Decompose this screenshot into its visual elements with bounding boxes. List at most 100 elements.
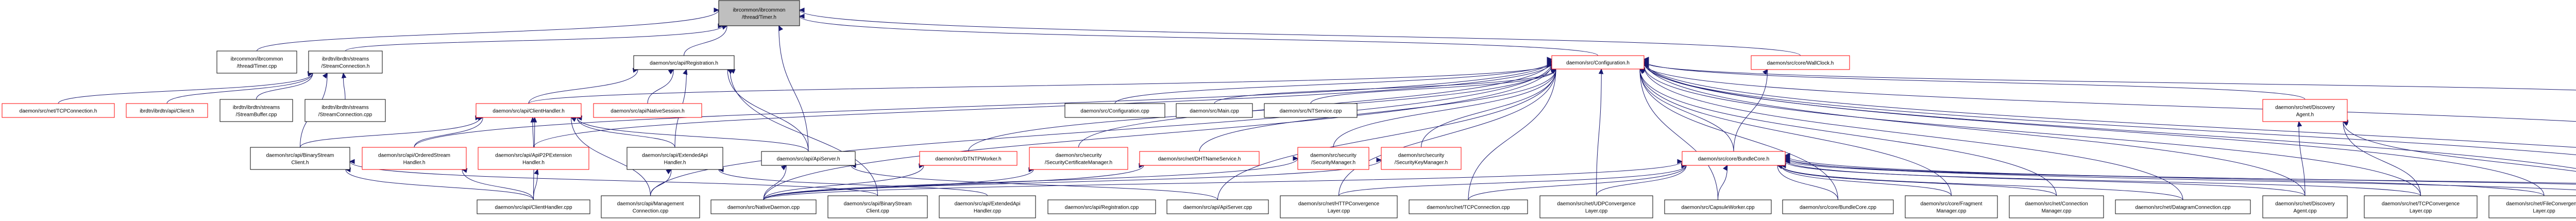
arrowhead-icon [1293, 156, 1299, 161]
node-nativedaemon-cpp[interactable]: daemon/src/NativeDaemon.cpp [710, 199, 817, 214]
edge-clienthandler_cpp-to-binarystreamclient_h [345, 167, 534, 200]
node-label: daemon/src/api/NativeSession.h [611, 109, 684, 114]
node-label: daemon/src/net/DatagramConnection.cpp [2135, 205, 2231, 211]
node-label: daemon/src/api/Management [617, 201, 684, 207]
node-label: daemon/src/security [1310, 153, 1356, 159]
edge-wallclock_h-to-timer_h [799, 7, 1801, 56]
edge-connmgr_cpp-to-bundlecore_h [1780, 163, 2057, 196]
arrowhead-icon [778, 25, 784, 31]
edge-clienthandler_cpp-to-orderedstream_h [461, 168, 534, 200]
node-datagramconnection-cpp[interactable]: daemon/src/net/DatagramConnection.cpp [2115, 199, 2251, 214]
arrowhead-icon [666, 169, 672, 175]
edge-ntservice_cpp-to-configuration_h [1310, 66, 1557, 104]
node-securitycertificatemanager-h[interactable]: daemon/src/security/SecurityCertificateM… [1029, 147, 1128, 170]
node-tcpconnection-h[interactable]: daemon/src/net/TCPConnection.h [2, 103, 115, 118]
node-configuration-h[interactable]: daemon/src/Configuration.h [1551, 55, 1645, 70]
node-label: Client.h [292, 160, 309, 166]
node-registration-cpp[interactable]: daemon/src/api/Registration.cpp [1047, 199, 1156, 214]
node-label: daemon/src/api/ClientHandler.h [493, 109, 565, 114]
edge-discoveryagent_cpp-to-configuration_h [1643, 57, 2306, 196]
node-dhtnameservice-h[interactable]: daemon/src/net/DHTNameService.h [1139, 151, 1260, 166]
node-label: daemon/src/NativeDaemon.cpp [727, 205, 800, 211]
node-label: daemon/src/core/Fragment [1920, 201, 1982, 207]
node-label: Agent.cpp [2293, 209, 2316, 214]
edge-nativedaemon_cpp-to-securitymanager_h [763, 156, 1299, 200]
node-label: daemon/src/core/BundleCore.h [1698, 157, 1769, 162]
node-label: daemon/src/NTService.cpp [1280, 109, 1342, 114]
node-label: /StreamConnection.h [321, 64, 370, 70]
node-streamconnection-cpp[interactable]: ibrdtn/ibrdtn/streams/StreamConnection.c… [304, 99, 386, 122]
node-label: daemon/src/api/OrderedStream [378, 153, 450, 159]
node-clienthandler-h[interactable]: daemon/src/api/ClientHandler.h [476, 103, 582, 118]
arrowhead-icon [2297, 121, 2302, 127]
node-bundlecore-cpp[interactable]: daemon/src/core/BundleCore.cpp [1782, 199, 1894, 214]
node-wallclock-h[interactable]: daemon/src/core/WallClock.h [1751, 55, 1850, 70]
node-securitykeymanager-h[interactable]: daemon/src/security/SecurityKeyManager.h [1381, 147, 1462, 170]
node-label: daemon/src/Main.cpp [1190, 109, 1239, 114]
node-securitymanager-h[interactable]: daemon/src/security/SecurityManager.h [1297, 147, 1369, 170]
arrowhead-icon [1550, 69, 1556, 74]
node-label: Layer.cpp [1328, 209, 1350, 214]
node-bundlecore-h[interactable]: daemon/src/core/BundleCore.h [1682, 151, 1786, 166]
node-streambuffer-cpp[interactable]: ibrdtn/ibrdtn/streams/StreamBuffer.cpp [219, 99, 293, 122]
node-label: Handler.cpp [974, 209, 1002, 214]
node-dtntpworker-h[interactable]: daemon/src/DTNTPWorker.h [919, 151, 1018, 166]
edge-extendedapi_cpp-to-extendedapi_h [718, 167, 988, 196]
edge-tcpconnection_h-to-streamconn_h [58, 71, 314, 104]
arrowhead-icon [534, 168, 539, 175]
edge-streambuffer_cpp-to-streamconn_h [256, 72, 314, 100]
node-label: daemon/src/api/ExtendedApi [955, 201, 1021, 207]
node-configuration-cpp[interactable]: daemon/src/Configuration.cpp [1064, 103, 1165, 118]
edge-emailsmtp_cpp-to-configuration_h [1643, 60, 2576, 156]
node-label: ibrdtn/ibrdtn/streams [233, 105, 280, 111]
node-clienthandler-cpp[interactable]: daemon/src/api/ClientHandler.cpp [477, 199, 590, 214]
node-label: daemon/src/api/Registration.h [650, 61, 718, 66]
edge-bundlecore_cpp-to-configuration_h [1639, 68, 1838, 200]
edge-nativedaemon_cpp-to-configuration_h [763, 61, 1553, 200]
node-main-cpp[interactable]: daemon/src/Main.cpp [1176, 103, 1253, 118]
node-apiserver-cpp[interactable]: daemon/src/api/ApiServer.cpp [1166, 199, 1269, 214]
node-label: daemon/src/net/Discovery [2275, 201, 2335, 207]
arrowhead-icon [683, 69, 688, 75]
node-tcpconnection-cpp[interactable]: daemon/src/net/TCPConnection.cpp [1409, 199, 1528, 214]
node-label: daemon/src/CapsuleWorker.cpp [1681, 205, 1755, 211]
edge-main_cpp-to-configuration_h [1214, 66, 1557, 104]
node-timer-cpp[interactable]: ibrcommon/ibrcommon/thread/Timer.cpp [216, 50, 297, 74]
node-apiserver-h[interactable]: daemon/src/api/ApiServer.h [761, 151, 856, 166]
node-client-h[interactable]: ibrdtn/ibrdtn/api/Client.h [126, 103, 208, 118]
arrowhead-icon [714, 7, 720, 13]
node-capsuleworker-cpp[interactable]: daemon/src/CapsuleWorker.cpp [1664, 199, 1772, 214]
arrowhead-icon [781, 165, 787, 171]
node-streamconnection-h[interactable]: ibrdtn/ibrdtn/streams/StreamConnection.h [308, 50, 383, 74]
node-registration-h[interactable]: daemon/src/api/Registration.h [633, 55, 735, 70]
node-nativesession-h[interactable]: daemon/src/api/NativeSession.h [593, 103, 702, 118]
edge-dhtnameservice_h-to-configuration_h [1199, 67, 1557, 152]
node-ntservice-cpp[interactable]: daemon/src/NTService.cpp [1264, 103, 1358, 118]
node-label: daemon/src/net/Connection [2025, 201, 2088, 207]
edge-streamconn_h-to-timer_h [345, 23, 724, 52]
edge-orderedstream_h-to-configuration_h [414, 58, 1553, 148]
edge-datagramconn_cpp-to-bundlecore_h [1780, 163, 2183, 200]
node-timer-h[interactable]: ibrcommon/ibrcommon/thread/Timer.h [718, 0, 800, 26]
edge-emailsmtp_cpp-to-bundlecore_h [1784, 156, 2576, 185]
edge-client_h-to-streamconn_h [166, 71, 314, 104]
edge-tcpconnection_cpp-to-bundlecore_h [1468, 163, 1687, 200]
arrowhead-icon [668, 69, 674, 75]
edge-streamconn_cpp-to-streamconn_h [341, 72, 347, 100]
